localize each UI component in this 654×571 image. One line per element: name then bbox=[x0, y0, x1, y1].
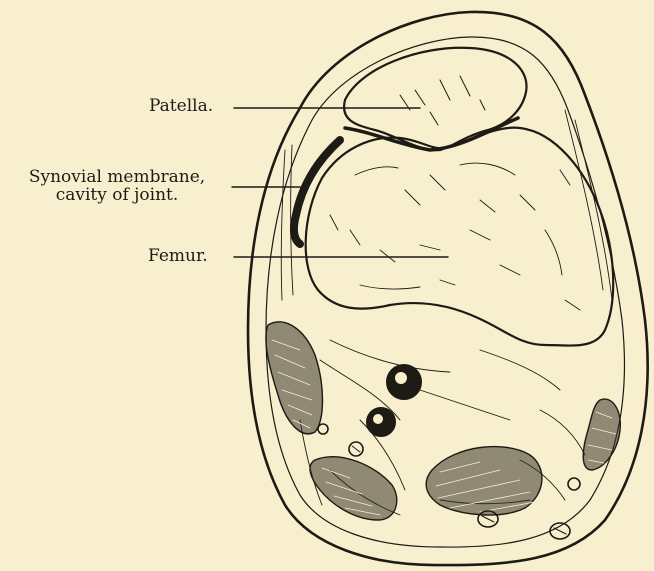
muscle-mass-bottom-left bbox=[310, 457, 397, 520]
synovial-label-line-1: Synovial membrane, bbox=[6, 168, 228, 186]
synovial-membrane-label: Synovial membrane, cavity of joint. bbox=[6, 168, 228, 204]
soft-tissue-striations bbox=[281, 110, 612, 515]
femur-bone bbox=[306, 128, 614, 346]
patella-hatching bbox=[400, 76, 485, 125]
synovial-membrane bbox=[294, 140, 340, 244]
muscle-mass-bottom-center bbox=[426, 447, 542, 515]
patella-label: Patella. bbox=[149, 97, 213, 115]
femur-label: Femur. bbox=[148, 247, 208, 265]
synovial-label-line-2: cavity of joint. bbox=[6, 186, 228, 204]
femur-hatching bbox=[330, 163, 580, 310]
popliteal-vessels bbox=[367, 365, 421, 436]
muscle-mass-right bbox=[583, 399, 620, 470]
muscle-mass-left bbox=[266, 322, 323, 434]
synovial-membrane-top bbox=[345, 118, 518, 150]
